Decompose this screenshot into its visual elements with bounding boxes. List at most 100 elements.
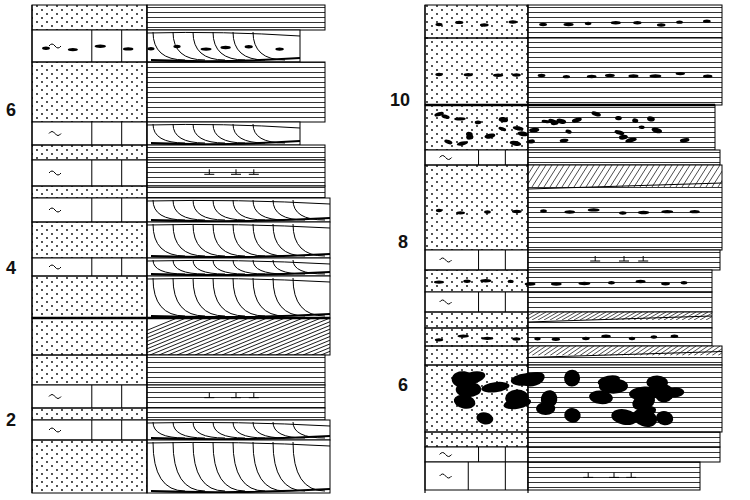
pebble xyxy=(463,280,471,283)
ripple-mark xyxy=(619,256,629,261)
structure-outline xyxy=(528,165,722,250)
limestone-divider xyxy=(505,292,506,312)
structure-cell xyxy=(528,462,700,490)
limestone-divider xyxy=(91,385,92,408)
clast xyxy=(452,393,476,411)
structure-outline xyxy=(147,276,330,318)
ripple-mark xyxy=(583,472,593,477)
hatched-lamina xyxy=(532,165,546,187)
limestone-divider xyxy=(91,30,92,62)
pebble xyxy=(608,281,615,284)
clast xyxy=(665,387,684,399)
tilde-symbol xyxy=(440,156,452,160)
lithology-cell xyxy=(425,462,528,490)
structure-outline xyxy=(528,328,712,346)
lower-lamina xyxy=(528,187,722,250)
pebble xyxy=(585,22,592,25)
limestone-divider xyxy=(121,258,122,276)
hatched-lamina xyxy=(562,312,576,320)
erosion-surface xyxy=(32,317,330,320)
structure-cell xyxy=(147,440,330,493)
height-marker: 6 xyxy=(6,100,16,120)
cross-bed xyxy=(173,124,205,143)
clast xyxy=(565,129,572,134)
structure-outline xyxy=(528,432,720,447)
sedimentary-structure xyxy=(147,224,330,257)
structure-cell xyxy=(147,222,330,258)
structure-outline xyxy=(528,447,720,462)
pebble xyxy=(434,280,444,283)
lens-top xyxy=(147,442,330,446)
lithology-cell xyxy=(32,420,147,440)
tilde-symbol xyxy=(49,265,61,269)
bed xyxy=(425,292,712,312)
lithology-cell xyxy=(425,38,528,105)
cross-bed xyxy=(173,278,205,316)
cross-bed xyxy=(213,422,245,438)
hatched-lamina xyxy=(706,346,720,356)
cross-bed xyxy=(193,124,225,143)
cross-bed xyxy=(253,224,285,256)
hatched-lamina xyxy=(574,346,588,356)
pebble xyxy=(512,337,520,340)
tilde-symbol xyxy=(440,258,452,262)
lithology-cell xyxy=(425,328,528,346)
sedimentary-structure xyxy=(147,422,330,439)
hatched-lamina xyxy=(550,165,564,187)
clast xyxy=(655,409,675,427)
pebble xyxy=(147,47,154,50)
structure-cell xyxy=(147,355,325,385)
clast xyxy=(619,134,629,140)
hatched-lamina xyxy=(604,165,618,187)
cross-bed xyxy=(213,200,245,220)
structure-cell xyxy=(528,432,720,447)
ripple-mark xyxy=(231,393,241,398)
sedimentary-structure xyxy=(147,124,300,144)
hatched-lamina xyxy=(592,346,606,356)
erosion-surface xyxy=(425,104,715,107)
pebble xyxy=(649,74,661,77)
cross-bed xyxy=(213,124,245,143)
cross-bed xyxy=(193,442,225,491)
pebble xyxy=(588,208,600,211)
hatched-lamina xyxy=(538,165,552,187)
pebble xyxy=(564,210,575,213)
clast xyxy=(475,120,482,124)
clast xyxy=(529,127,540,133)
pebble xyxy=(538,74,546,77)
clast xyxy=(625,137,637,144)
sedimentary-structure xyxy=(147,260,330,275)
hatched-lamina xyxy=(688,346,702,356)
hatched-lamina xyxy=(586,346,600,356)
cross-bed xyxy=(153,124,185,143)
hatched-lamina xyxy=(544,346,558,356)
inclined-lamina xyxy=(312,318,330,355)
pebble xyxy=(436,209,442,212)
pebble xyxy=(435,73,442,76)
limestone-divider xyxy=(478,150,479,165)
bed xyxy=(425,365,722,432)
pebble xyxy=(220,46,230,49)
hatched-lamina xyxy=(682,346,696,356)
structure-outline xyxy=(147,160,325,186)
hatched-lamina xyxy=(628,165,642,187)
tilde-symbol xyxy=(440,453,452,457)
cross-bed xyxy=(213,32,245,60)
clast xyxy=(539,389,559,410)
clast xyxy=(498,126,507,132)
cross-bed xyxy=(193,32,225,60)
pebble xyxy=(512,73,521,76)
sedimentary-structure xyxy=(147,318,330,355)
lens-top xyxy=(147,422,330,426)
cross-bed xyxy=(153,422,185,438)
pebble xyxy=(657,23,666,26)
clast xyxy=(548,118,558,125)
hatched-lamina xyxy=(646,165,660,187)
hatched-lamina xyxy=(532,346,546,356)
lithology-cell xyxy=(32,5,147,30)
cross-bed xyxy=(293,442,325,491)
structure-outline xyxy=(147,222,330,258)
lithology-cell xyxy=(425,250,528,270)
bed xyxy=(32,186,325,198)
lithology-cell xyxy=(32,198,147,222)
